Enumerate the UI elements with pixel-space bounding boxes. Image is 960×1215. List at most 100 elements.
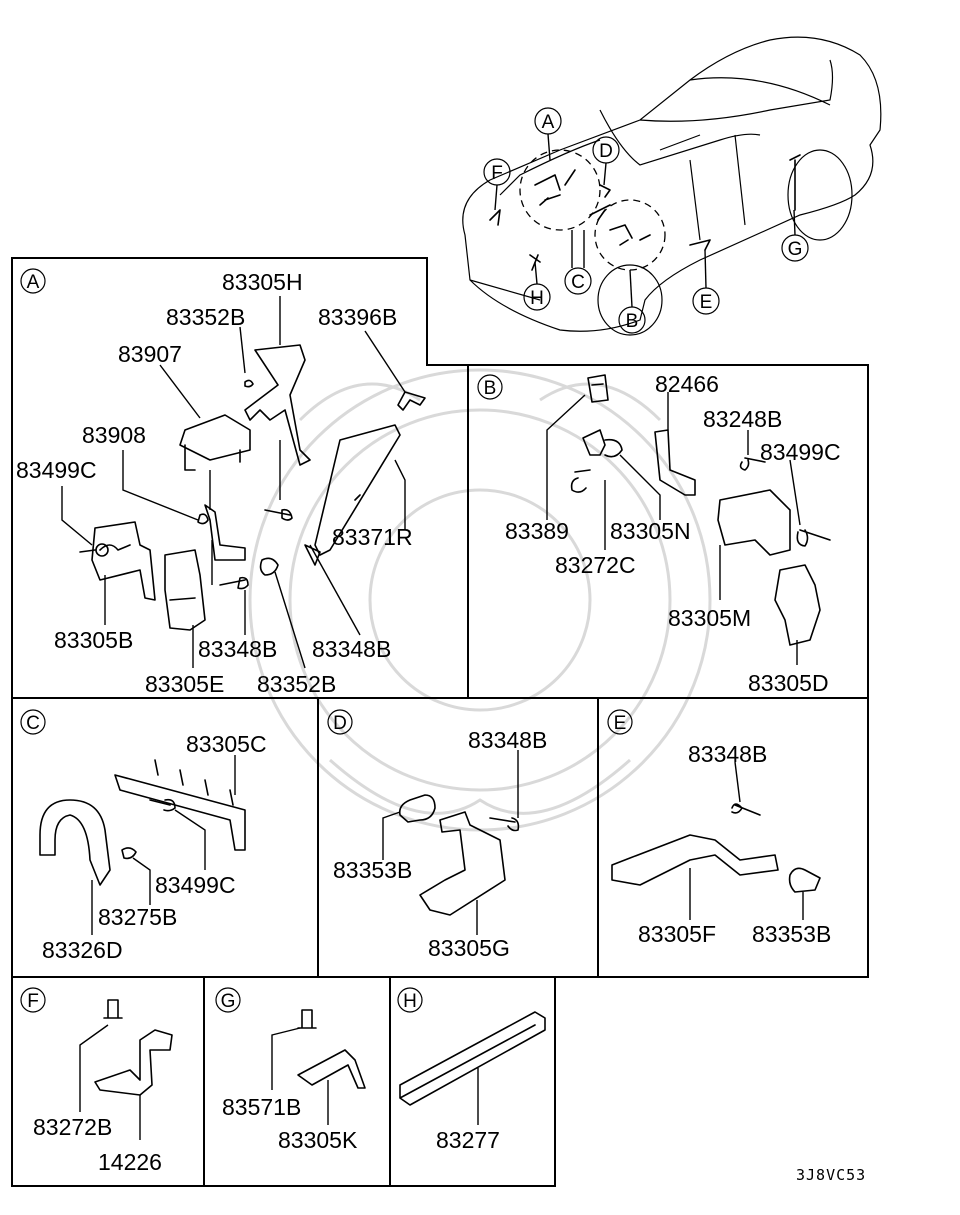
callout-b[interactable]: B <box>618 269 646 334</box>
section-d-drawing <box>398 794 520 916</box>
part-label-83353b-e[interactable]: 83353B <box>752 921 831 947</box>
section-a-leaders <box>61 296 406 669</box>
svg-text:H: H <box>403 991 417 1012</box>
part-label-83272c[interactable]: 83272C <box>555 552 636 578</box>
callout-g[interactable]: G <box>781 209 809 262</box>
section-a: A <box>16 268 426 697</box>
part-label-82466[interactable]: 82466 <box>655 371 719 397</box>
part-label-83305e[interactable]: 83305E <box>145 671 224 697</box>
part-label-83305h[interactable]: 83305H <box>222 269 303 295</box>
part-label-83352b-2[interactable]: 83352B <box>257 671 336 697</box>
section-h-drawing <box>399 1011 546 1106</box>
section-d-badge: D <box>327 709 353 735</box>
section-f-drawing <box>94 999 173 1096</box>
section-g-labels: 83571B 83305K <box>222 1094 358 1153</box>
part-label-83305c[interactable]: 83305C <box>186 731 267 757</box>
part-label-83371r[interactable]: 83371R <box>332 524 413 550</box>
section-h: H 83277 <box>397 987 546 1153</box>
section-frames <box>11 257 869 1187</box>
section-f-leaders <box>79 1024 141 1140</box>
part-label-83326d[interactable]: 83326D <box>42 937 123 963</box>
part-label-83305g[interactable]: 83305G <box>428 935 510 961</box>
section-c-badge: C <box>20 709 46 735</box>
part-label-83348b-1[interactable]: 83348B <box>198 636 277 662</box>
section-a-drawing <box>79 344 426 631</box>
section-d-leaders <box>382 750 519 935</box>
section-a-labels: 83305H 83352B 83396B 83907 83908 83499C … <box>16 269 413 697</box>
svg-text:A: A <box>27 272 40 293</box>
part-label-83272b[interactable]: 83272B <box>33 1114 112 1140</box>
svg-text:D: D <box>333 713 347 734</box>
part-label-83907[interactable]: 83907 <box>118 341 182 367</box>
section-b: B 82466 83248B 83499C 83389 <box>477 371 841 696</box>
part-label-83396b[interactable]: 83396B <box>318 304 397 330</box>
part-label-83353b-d[interactable]: 83353B <box>333 857 412 883</box>
part-label-83305n[interactable]: 83305N <box>610 518 691 544</box>
section-e-badge: E <box>607 709 633 735</box>
svg-text:F: F <box>491 163 503 184</box>
section-b-leaders <box>546 392 801 665</box>
callout-f[interactable]: F <box>483 158 511 211</box>
section-g-badge: G <box>215 987 241 1013</box>
section-c-labels: 83305C 83499C 83275B 83326D <box>42 731 267 963</box>
section-e: E 83348B 83305F 83353B <box>607 709 831 947</box>
section-c-leaders <box>91 755 236 935</box>
part-label-83571b[interactable]: 83571B <box>222 1094 301 1120</box>
callout-a[interactable]: A <box>534 107 562 161</box>
callout-d[interactable]: D <box>592 136 620 186</box>
section-e-drawing <box>611 803 821 893</box>
svg-text:C: C <box>571 272 585 293</box>
section-h-labels: 83277 <box>436 1127 500 1153</box>
section-a-badge: A <box>20 268 46 294</box>
section-h-badge: H <box>397 987 423 1013</box>
part-label-14226[interactable]: 14226 <box>98 1149 162 1175</box>
part-label-83305k[interactable]: 83305K <box>278 1127 358 1153</box>
part-label-83908[interactable]: 83908 <box>82 422 146 448</box>
diagram-code: 3J8VC53 <box>796 1166 866 1184</box>
vehicle-overview: A B C D E F G H <box>462 36 882 336</box>
part-label-83277[interactable]: 83277 <box>436 1127 500 1153</box>
section-b-labels: 82466 83248B 83499C 83389 83305N 83272C … <box>505 371 841 696</box>
section-b-drawing <box>570 374 831 646</box>
section-f-badge: F <box>20 987 46 1013</box>
svg-text:F: F <box>27 991 39 1012</box>
part-label-83348b-d[interactable]: 83348B <box>468 727 547 753</box>
part-label-83499c-c[interactable]: 83499C <box>155 872 236 898</box>
svg-text:C: C <box>26 713 40 734</box>
part-label-83348b-2[interactable]: 83348B <box>312 636 391 662</box>
section-f-labels: 83272B 14226 <box>33 1114 162 1175</box>
svg-text:B: B <box>484 378 497 399</box>
section-e-labels: 83348B 83305F 83353B <box>638 741 831 947</box>
svg-text:E: E <box>700 292 713 313</box>
svg-text:D: D <box>599 141 613 162</box>
part-label-83305b[interactable]: 83305B <box>54 627 133 653</box>
part-label-83275b[interactable]: 83275B <box>98 904 177 930</box>
part-label-83352b[interactable]: 83352B <box>166 304 245 330</box>
section-f: F 83272B 14226 <box>20 987 173 1175</box>
svg-text:A: A <box>542 112 555 133</box>
svg-text:G: G <box>221 991 236 1012</box>
section-c: C 83305C 83499C 83275B 83326D <box>20 709 267 963</box>
part-label-83248b[interactable]: 83248B <box>703 406 782 432</box>
section-d-labels: 83348B 83353B 83305G <box>333 727 547 961</box>
part-label-83305m[interactable]: 83305M <box>668 605 751 631</box>
part-label-83499c-b[interactable]: 83499C <box>760 439 841 465</box>
section-b-badge: B <box>477 374 503 400</box>
part-label-83305d[interactable]: 83305D <box>748 670 829 696</box>
part-label-83499c[interactable]: 83499C <box>16 457 97 483</box>
svg-text:G: G <box>788 239 803 260</box>
part-label-83305f[interactable]: 83305F <box>638 921 716 947</box>
callout-h[interactable]: H <box>523 261 551 311</box>
section-c-drawing <box>39 759 246 886</box>
svg-text:H: H <box>530 288 544 309</box>
section-d: D 83348B 83353B 83305G <box>327 709 547 961</box>
callout-c[interactable]: C <box>564 230 592 295</box>
svg-text:B: B <box>626 311 639 332</box>
section-e-leaders <box>689 761 804 920</box>
section-g-drawing <box>297 1009 366 1089</box>
callout-e[interactable]: E <box>692 249 720 315</box>
part-label-83348b-e[interactable]: 83348B <box>688 741 767 767</box>
part-label-83389[interactable]: 83389 <box>505 518 569 544</box>
